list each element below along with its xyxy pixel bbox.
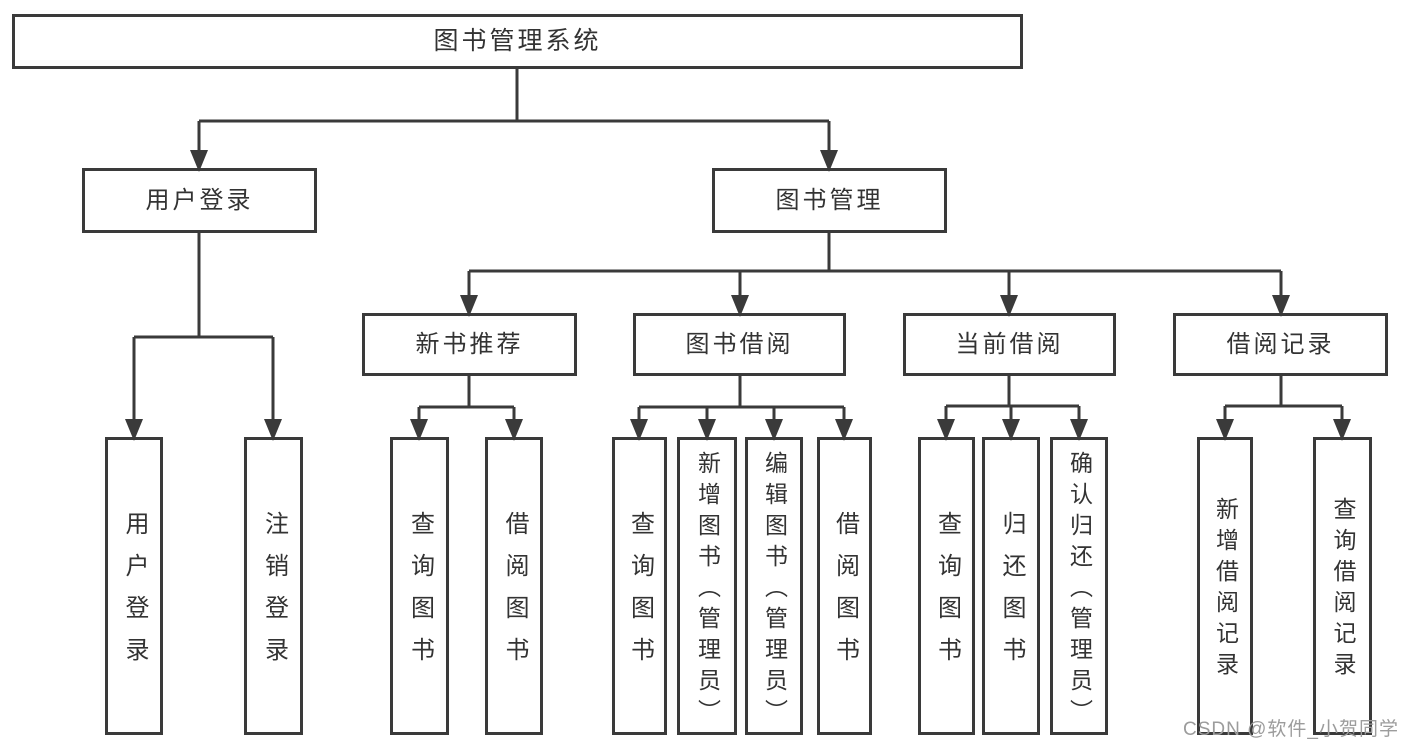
node-borrowing-records-label: 借阅记录 [1226, 330, 1335, 358]
node-root-label: 图书管理系统 [433, 27, 602, 55]
connector-book-management-to-level3 [460, 233, 1290, 317]
node-book-management: 图书管理 [712, 168, 947, 233]
leaf-borrow-books-borrowing: 借阅图书 [817, 437, 872, 735]
leaf-add-book-admin: 新增图书（管理员） [677, 437, 737, 735]
leaf-query-borrow-record: 查询借阅记录 [1313, 437, 1372, 735]
node-new-book-recommend-label: 新书推荐 [415, 330, 524, 358]
leaf-query-books-recommend: 查询图书 [390, 437, 449, 735]
connector-new-book-recommend-to-leaves [410, 376, 523, 441]
connector-root-to-level2 [190, 69, 838, 172]
leaf-add-book-admin-label: 新增图书（管理员） [694, 450, 721, 730]
leaf-add-borrow-record: 新增借阅记录 [1197, 437, 1253, 735]
leaf-return-books-label: 归还图书 [998, 511, 1025, 679]
leaf-borrow-books-borrowing-label: 借阅图书 [831, 511, 859, 679]
node-book-management-label: 图书管理 [775, 186, 884, 214]
leaf-query-books-borrowing-label: 查询图书 [626, 511, 654, 679]
node-root: 图书管理系统 [12, 14, 1023, 69]
node-borrowing-records: 借阅记录 [1173, 313, 1388, 376]
leaf-confirm-return-admin: 确认归还（管理员） [1050, 437, 1108, 735]
connector-current-borrowing-to-leaves [937, 376, 1088, 441]
connector-user-login-to-leaves [125, 233, 282, 441]
node-user-login-label: 用户登录 [145, 186, 254, 214]
connector-book-borrowing-to-leaves [630, 376, 853, 441]
connector-borrowing-records-to-leaves [1216, 376, 1351, 441]
node-book-borrowing-label: 图书借阅 [685, 330, 794, 358]
leaf-query-borrow-record-label: 查询借阅记录 [1330, 497, 1356, 683]
leaf-user-login-label: 用户登录 [121, 511, 148, 679]
node-user-login: 用户登录 [82, 168, 317, 233]
leaf-query-books-borrowing: 查询图书 [612, 437, 667, 735]
leaf-borrow-books-recommend: 借阅图书 [485, 437, 543, 735]
node-book-borrowing: 图书借阅 [633, 313, 846, 376]
node-current-borrowing: 当前借阅 [903, 313, 1116, 376]
leaf-edit-book-admin-label: 编辑图书（管理员） [761, 450, 788, 730]
leaf-query-books-current: 查询图书 [918, 437, 975, 735]
leaf-user-login: 用户登录 [105, 437, 163, 735]
leaf-confirm-return-admin-label: 确认归还（管理员） [1066, 450, 1093, 730]
leaf-logout-label: 注销登录 [260, 511, 288, 679]
leaf-query-books-current-label: 查询图书 [933, 511, 961, 679]
node-new-book-recommend: 新书推荐 [362, 313, 577, 376]
leaf-logout: 注销登录 [244, 437, 303, 735]
leaf-return-books: 归还图书 [982, 437, 1040, 735]
node-current-borrowing-label: 当前借阅 [955, 330, 1064, 358]
leaf-borrow-books-recommend-label: 借阅图书 [501, 511, 528, 679]
leaf-query-books-recommend-label: 查询图书 [406, 511, 434, 679]
watermark: CSDN @软件_小贺同学 [1183, 719, 1399, 740]
leaf-edit-book-admin: 编辑图书（管理员） [745, 437, 803, 735]
leaf-add-borrow-record-label: 新增借阅记录 [1212, 497, 1239, 683]
